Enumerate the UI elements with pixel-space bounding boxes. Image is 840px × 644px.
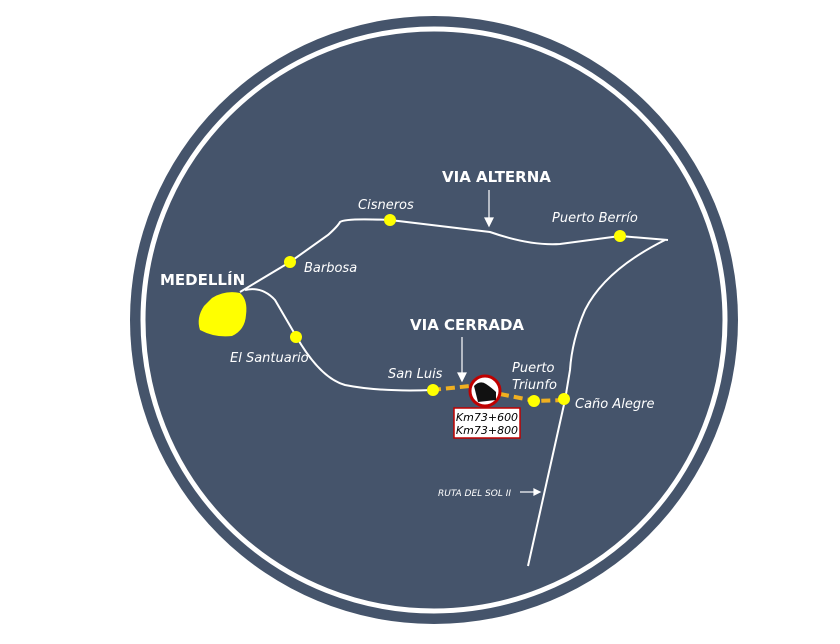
- via-cerrada-arrowhead: [457, 372, 467, 383]
- town-dot-cisneros: [384, 214, 396, 226]
- label-cano-alegre: Caño Alegre: [575, 397, 654, 412]
- alternate-road: [239, 218, 669, 293]
- town-dot-puerto-berrio: [614, 230, 626, 242]
- town-markers: [284, 214, 626, 407]
- ruta-del-sol-road: [527, 239, 666, 567]
- label-cisneros: Cisneros: [358, 198, 414, 213]
- town-dot-barbosa: [284, 256, 296, 268]
- town-dot-el-santuario: [290, 331, 302, 343]
- medellin-area: [198, 292, 247, 337]
- closure-km-box: [453, 407, 521, 439]
- town-dot-puerto-triunfo: [528, 395, 540, 407]
- closed-road: [244, 288, 433, 392]
- closure-km-start: Km73+600: [456, 411, 518, 424]
- town-dot-san-luis: [427, 384, 439, 396]
- map-ring: [140, 26, 728, 614]
- label-puerto-berrio: Puerto Berrío: [552, 211, 638, 226]
- via-alterna-arrowhead: [484, 217, 494, 228]
- via-alterna-label: VIA ALTERNA: [442, 168, 551, 186]
- label-el-santuario: El Santuario: [230, 351, 309, 366]
- label-puerto-triunfo-2: Triunfo: [512, 378, 557, 393]
- medellin-label: MEDELLÍN: [160, 270, 245, 289]
- label-san-luis: San Luis: [388, 367, 443, 382]
- via-cerrada-label: VIA CERRADA: [410, 316, 524, 334]
- label-puerto-triunfo-1: Puerto: [512, 361, 555, 376]
- map-circle: [130, 16, 738, 624]
- ruta-del-sol-label: RUTA DEL SOL II: [438, 489, 511, 499]
- label-barbosa: Barbosa: [304, 261, 357, 276]
- ruta-del-sol-arrowhead: [533, 488, 542, 496]
- closure-km-end: Km73+800: [456, 424, 518, 437]
- town-dot-cano-alegre: [558, 393, 570, 405]
- landslide-icon: [468, 374, 502, 408]
